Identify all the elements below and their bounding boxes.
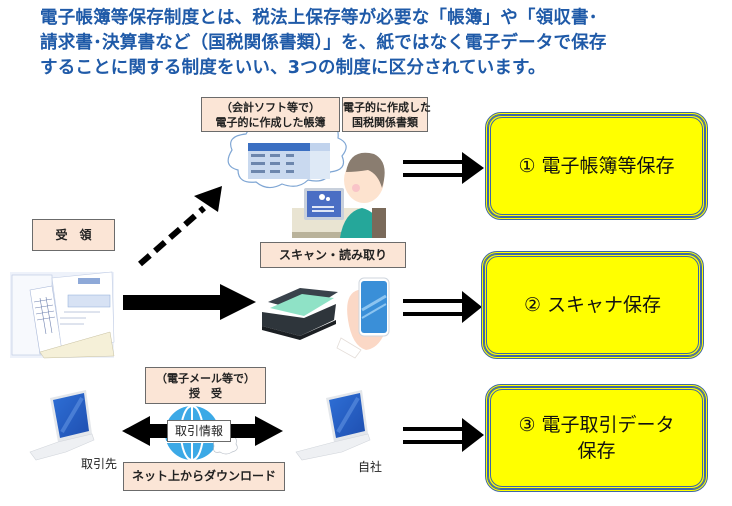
headline-line-1: 電子帳簿等保存制度とは、税法上保存等が必要な「帳簿」や「領収書･	[40, 8, 598, 28]
category-3-text-2: 保存	[577, 440, 616, 462]
laptop-icon-own	[295, 390, 371, 461]
headline: 電子帳簿等保存制度とは、税法上保存等が必要な「帳簿」や「領収書･ 請求書･決算書…	[40, 6, 730, 81]
label-tax-documents-line-1: 電子的に作成した	[343, 100, 431, 114]
category-box-scanner: ② スキャナ保存	[481, 251, 704, 359]
label-transaction-info-text: 取引情報	[174, 423, 223, 438]
double-arrow-3	[403, 418, 484, 452]
category-3-title-line-1: ③ 電子取引データ	[518, 412, 674, 438]
category-2-title: ② スキャナ保存	[524, 292, 661, 318]
label-email: （電子メール等で） 授 受	[145, 367, 266, 404]
category-box-electronic-transactions: ③ 電子取引データ 保存	[485, 384, 708, 492]
label-download: ネット上からダウンロード	[123, 462, 285, 491]
headline-line-2: 請求書･決算書など（国税関係書類）」を、紙ではなく電子データで保存	[40, 33, 607, 53]
label-accounting-books-line-1: （会計ソフト等で）	[221, 100, 320, 114]
label-scan-text: スキャン・読み取り	[278, 247, 387, 262]
label-accounting-books: （会計ソフト等で） 電子的に作成した帳簿	[201, 97, 340, 132]
laptop-icon-partner	[29, 390, 95, 461]
category-1-title: ① 電子帳簿等保存	[518, 153, 674, 179]
category-3-number: ③	[518, 414, 536, 436]
double-arrow-2	[403, 291, 482, 323]
label-email-line-2: 授 受	[189, 386, 222, 400]
solid-arrow-to-scanner	[123, 284, 256, 320]
category-1-number: ①	[518, 155, 536, 177]
smartphone-in-hand-icon	[336, 277, 390, 359]
label-download-text: ネット上からダウンロード	[131, 469, 276, 483]
label-transaction-info: 取引情報	[167, 420, 231, 442]
label-receipt-text: 受 領	[55, 227, 92, 242]
category-2-number: ②	[523, 294, 541, 316]
person-at-laptop-icon	[292, 152, 386, 238]
label-tax-documents: 電子的に作成した 国税関係書類	[342, 97, 431, 132]
dashed-arrow-to-books	[138, 186, 222, 267]
label-tax-documents-line-2: 国税関係書類	[352, 115, 418, 129]
scanner-icon	[262, 288, 338, 340]
label-scan: スキャン・読み取り	[260, 242, 406, 268]
label-receipt: 受 領	[32, 219, 115, 251]
label-accounting-books-line-2: 電子的に作成した帳簿	[215, 115, 326, 129]
caption-partner: 取引先	[81, 457, 118, 471]
double-arrow-1	[403, 152, 484, 184]
headline-line-3: することに関する制度をいい、3つの制度に区分されています。	[40, 58, 546, 78]
category-1-text: 電子帳簿等保存	[541, 155, 675, 177]
category-2-text: スキャナ保存	[547, 294, 662, 316]
category-box-electronic-books: ① 電子帳簿等保存	[485, 112, 708, 220]
thought-cloud-icon	[227, 117, 347, 189]
label-email-line-1: （電子メール等で）	[156, 371, 255, 385]
category-3-text-1: 電子取引データ	[541, 414, 675, 436]
caption-own-company: 自社	[358, 460, 383, 474]
paper-documents-icon	[10, 271, 115, 359]
